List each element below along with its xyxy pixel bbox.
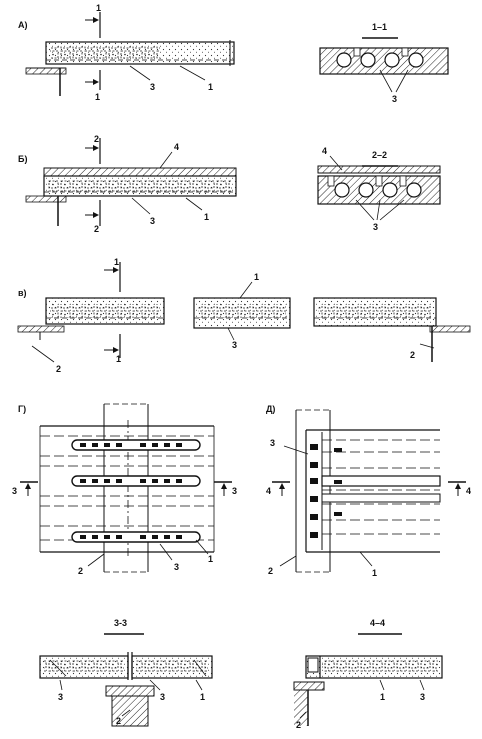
label-1: 1 [208,82,213,92]
section-3-3: 3-3 3 3 1 2 [39,618,213,727]
label-2-s33: 2 [116,716,121,726]
panel-b: Б) 2 2 4 3 1 [18,134,237,234]
section-4-4: 4–4 1 3 2 [293,618,443,730]
section-2-2-label-4: 4 [322,146,327,156]
label-1-d: 1 [372,568,377,578]
cut-4-right: 4 [466,486,471,496]
panel-v-label: в) [18,288,27,298]
section-2-2-title: 2–2 [372,150,387,160]
cut-1-bottom-v: 1 [116,354,121,364]
cut-1-bottom: 1 [95,92,100,102]
label-3-s44: 3 [420,692,425,702]
label-1-s33: 1 [200,692,205,702]
label-3: 3 [150,82,155,92]
screed-layer [43,167,237,177]
label-1: 1 [204,212,209,222]
panel-v: в) 1 1 2 1 3 2 [17,257,471,374]
label-2-g: 2 [78,566,83,576]
label-3-s33-right: 3 [160,692,165,702]
cut-2-bottom: 2 [94,224,99,234]
section-1-1-label-3: 3 [392,94,397,104]
panel-d: Д) 4 4 3 2 1 [266,404,471,578]
panel-g-label: Г) [18,404,26,414]
panel-b-label: Б) [18,154,27,164]
anchor-slot [71,531,201,543]
label-3-d: 3 [270,438,275,448]
panel-a-label: А) [18,20,28,30]
label-4: 4 [174,142,179,152]
column-support [111,695,149,727]
section-4-4-title: 4–4 [370,618,385,628]
label-2-left: 2 [56,364,61,374]
anchor-slot [71,439,201,451]
label-2-s44: 2 [296,720,301,730]
panel-d-label: Д) [266,404,275,414]
section-2-2: 2–2 4 3 [317,146,441,232]
label-3-g: 3 [174,562,179,572]
section-1-1-title: 1–1 [372,22,387,32]
anchor-slot [71,475,201,487]
section-2-2-label-3: 3 [373,222,378,232]
label-3-s33-left: 3 [58,692,63,702]
label-3-v: 3 [232,340,237,350]
cut-2-top: 2 [94,134,99,144]
label-1-v: 1 [254,272,259,282]
section-3-3-title: 3-3 [114,618,127,628]
cut-1-top-v: 1 [114,257,119,267]
label-2-right: 2 [410,350,415,360]
panel-a: А) 1 1 3 1 [18,3,235,102]
cut-1-top: 1 [96,3,101,13]
cut-3-right: 3 [232,486,237,496]
cut-4-left: 4 [266,486,271,496]
label-1-g: 1 [208,554,213,564]
panel-g: Г) 3 3 2 [12,403,237,576]
label-1-s44: 1 [380,692,385,702]
label-3: 3 [150,216,155,226]
cut-3-left: 3 [12,486,17,496]
label-2-d: 2 [268,566,273,576]
section-1-1: 1–1 3 [319,22,449,104]
